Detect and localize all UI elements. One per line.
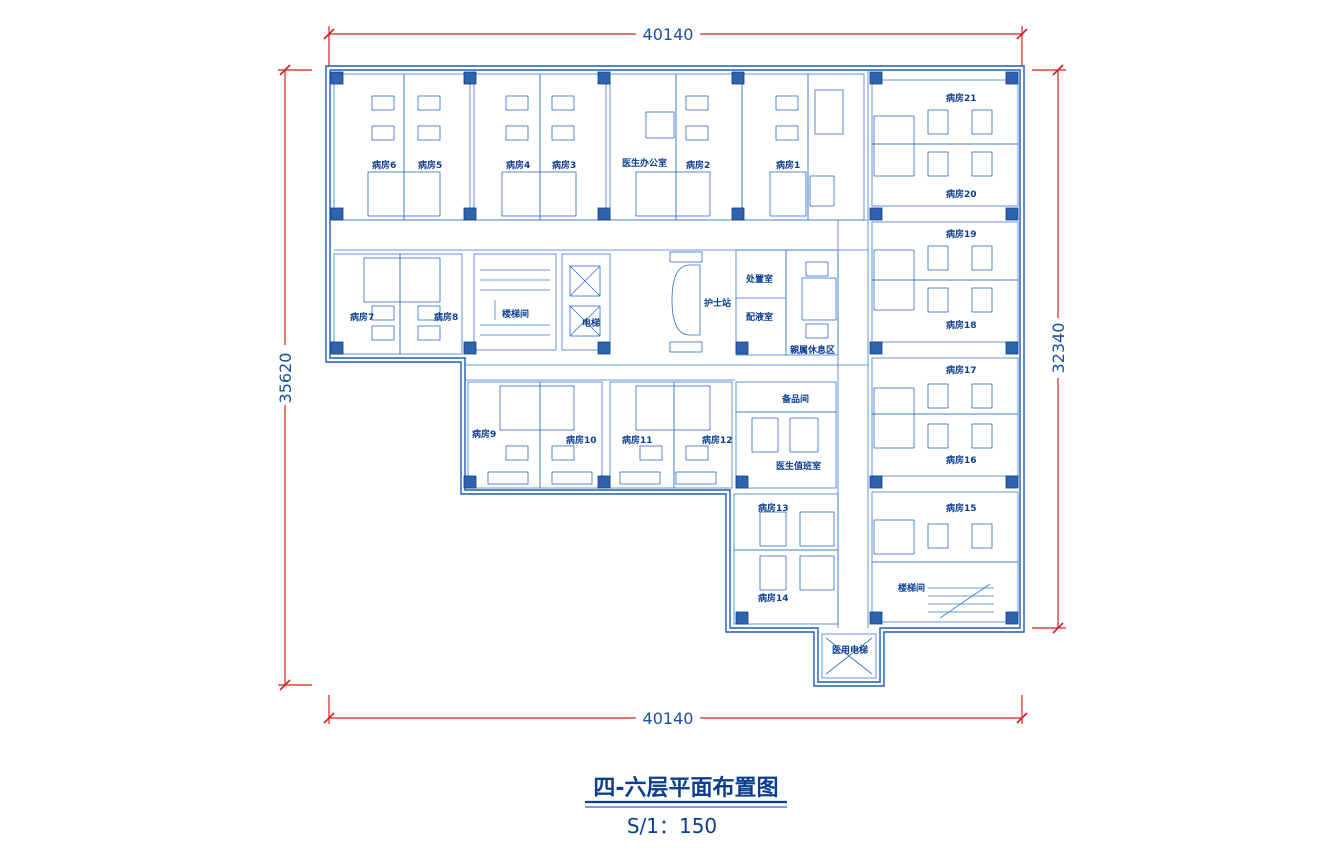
label-ward-15: 病房15 xyxy=(946,502,977,514)
dimension-left-label: 35620 xyxy=(276,353,295,404)
label-ward-2: 病房2 xyxy=(686,159,710,171)
label-ward-8: 病房8 xyxy=(434,311,458,323)
label-ward-3: 病房3 xyxy=(552,159,576,171)
core-stair-elevator xyxy=(473,253,611,351)
label-family-rest-area: 親属休息区 xyxy=(790,344,835,356)
label-ward-13: 病房13 xyxy=(758,502,789,514)
label-treatment-room: 处置室 xyxy=(745,273,773,285)
dimension-top: 40140 xyxy=(323,24,1028,66)
label-ward-16: 病房16 xyxy=(946,454,977,466)
label-storage-room: 备品间 xyxy=(781,393,809,405)
room-labels: 病房6 病房5 病房4 病房3 医生办公室 病房2 病房1 病房7 病房8 楼梯… xyxy=(350,92,977,656)
right-wing-rooms xyxy=(871,79,1019,623)
label-ward-19: 病房19 xyxy=(946,228,977,240)
label-nurse-station: 护士站 xyxy=(704,297,731,309)
label-elevator: 电梯 xyxy=(582,317,600,329)
label-ward-1: 病房1 xyxy=(776,159,800,171)
label-ward-18: 病房18 xyxy=(946,319,977,331)
dimension-bottom: 40140 xyxy=(323,695,1028,728)
label-ward-17: 病房17 xyxy=(946,364,977,376)
medical-elevator-shaft xyxy=(821,633,877,679)
label-ward-6: 病房6 xyxy=(372,159,396,171)
label-ward-4: 病房4 xyxy=(506,159,530,171)
dimension-right: 32340 xyxy=(1032,64,1068,634)
left-wing-rooms xyxy=(333,253,463,355)
label-stairwell-left: 楼梯间 xyxy=(502,308,529,320)
label-medical-elevator: 医用电梯 xyxy=(832,644,868,656)
label-doctor-office: 医生办公室 xyxy=(622,157,667,169)
dimension-left: 35620 xyxy=(276,64,312,691)
label-ward-5: 病房5 xyxy=(418,159,442,171)
title-block: 四-六层平面布置图 S/1：150 xyxy=(585,775,787,838)
dimension-top-label: 40140 xyxy=(643,25,694,44)
drawing-title: 四-六层平面布置图 xyxy=(593,775,778,801)
label-ward-7: 病房7 xyxy=(350,311,374,323)
label-ward-12: 病房12 xyxy=(702,434,733,446)
label-doctor-duty-room: 医生值班室 xyxy=(776,460,821,472)
middle-row-rooms xyxy=(467,381,837,489)
label-ward-14: 病房14 xyxy=(758,592,789,604)
dimension-bottom-label: 40140 xyxy=(643,709,694,728)
label-ward-21: 病房21 xyxy=(946,92,977,104)
label-ward-11: 病房11 xyxy=(622,434,653,446)
structural-columns xyxy=(330,71,1019,625)
label-ward-9: 病房9 xyxy=(472,428,496,440)
top-row-rooms xyxy=(333,73,865,221)
lower-wing-rooms xyxy=(733,493,839,625)
drawing-scale: S/1：150 xyxy=(627,814,717,838)
dimension-right-label: 32340 xyxy=(1049,323,1068,374)
nurse-station-area xyxy=(669,249,839,356)
label-ward-10: 病房10 xyxy=(566,434,597,446)
label-stairwell-right: 楼梯间 xyxy=(898,582,925,594)
label-dispensing-room: 配液室 xyxy=(746,311,773,323)
label-ward-20: 病房20 xyxy=(946,188,977,200)
